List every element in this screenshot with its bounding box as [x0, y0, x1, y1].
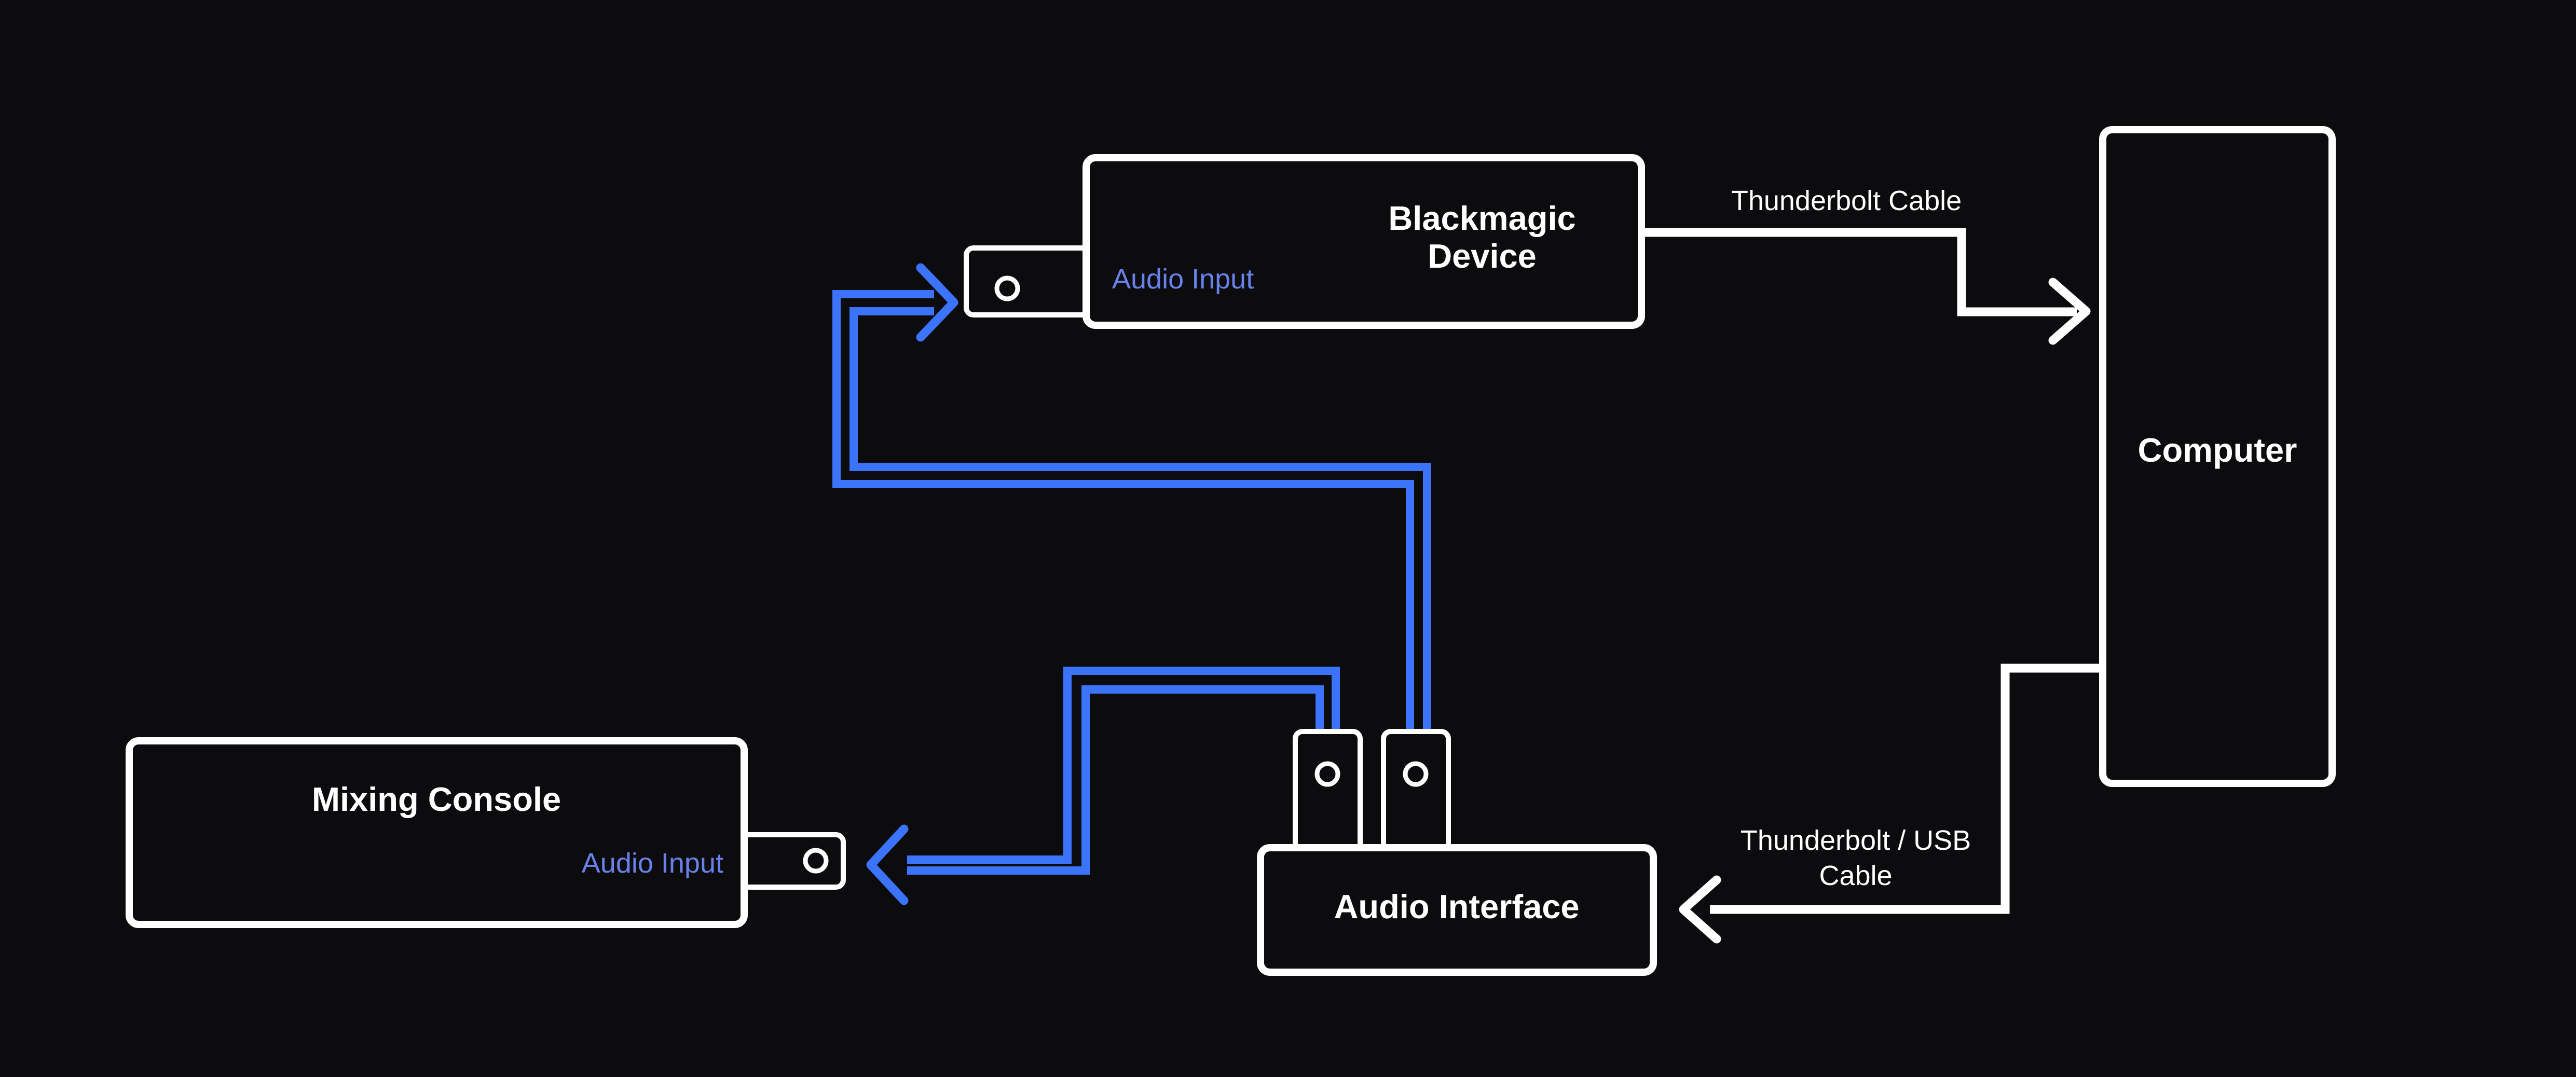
port-hole-icon — [1314, 761, 1340, 787]
audio-cable-line — [907, 685, 1324, 875]
audio-interface-output-port-left — [1293, 729, 1363, 859]
blackmagic-device-box — [1083, 154, 1645, 329]
mixing-console-box — [126, 737, 748, 928]
audio-cable-line — [907, 667, 1340, 864]
port-hole-icon — [803, 848, 829, 874]
computer-box — [2099, 126, 2336, 787]
computer-title: Computer — [2138, 431, 2297, 469]
audio-interface-title: Audio Interface — [1334, 888, 1579, 926]
audio-cable-mixing-console-link — [866, 667, 1340, 905]
port-connector — [1381, 729, 1451, 859]
thunderbolt-cable-label: Thunderbolt Cable — [1731, 185, 1962, 216]
thunderbolt-usb-cable-line — [1710, 664, 2104, 914]
arrowhead-left-icon — [1679, 875, 1721, 944]
mixing-console-audio-input-label: Audio Input — [582, 848, 723, 879]
thunderbolt-usb-cable-label-line1: Thunderbolt / USB — [1741, 825, 1971, 856]
port-hole-icon — [1403, 761, 1429, 787]
blackmagic-title-line2: Device — [1428, 237, 1537, 275]
audio-cable-blackmagic-link — [832, 263, 1431, 737]
blackmagic-title-line1: Blackmagic — [1388, 199, 1575, 237]
thunderbolt-usb-cable — [1679, 664, 2104, 944]
arrowhead-right-icon — [2048, 278, 2091, 345]
thunderbolt-usb-cable-label-line2: Cable — [1819, 860, 1892, 891]
mixing-console-audio-input-port — [734, 832, 846, 890]
mixing-console-title: Mixing Console — [312, 780, 561, 818]
audio-cable-line — [849, 307, 1431, 737]
thunderbolt-cable-line — [1642, 228, 2077, 316]
thunderbolt-cable — [1642, 228, 2091, 345]
audio-cable-line — [832, 290, 1414, 737]
port-connector — [964, 245, 1093, 317]
port-connector — [1293, 729, 1363, 859]
arrowhead-left-icon — [866, 824, 909, 905]
arrowhead-right-icon — [916, 263, 958, 342]
audio-interface-output-port-right — [1381, 729, 1451, 859]
blackmagic-audio-input-port — [964, 245, 1093, 317]
port-hole-icon — [994, 275, 1020, 301]
blackmagic-audio-input-label: Audio Input — [1112, 264, 1254, 295]
audio-interface-box — [1257, 844, 1657, 976]
